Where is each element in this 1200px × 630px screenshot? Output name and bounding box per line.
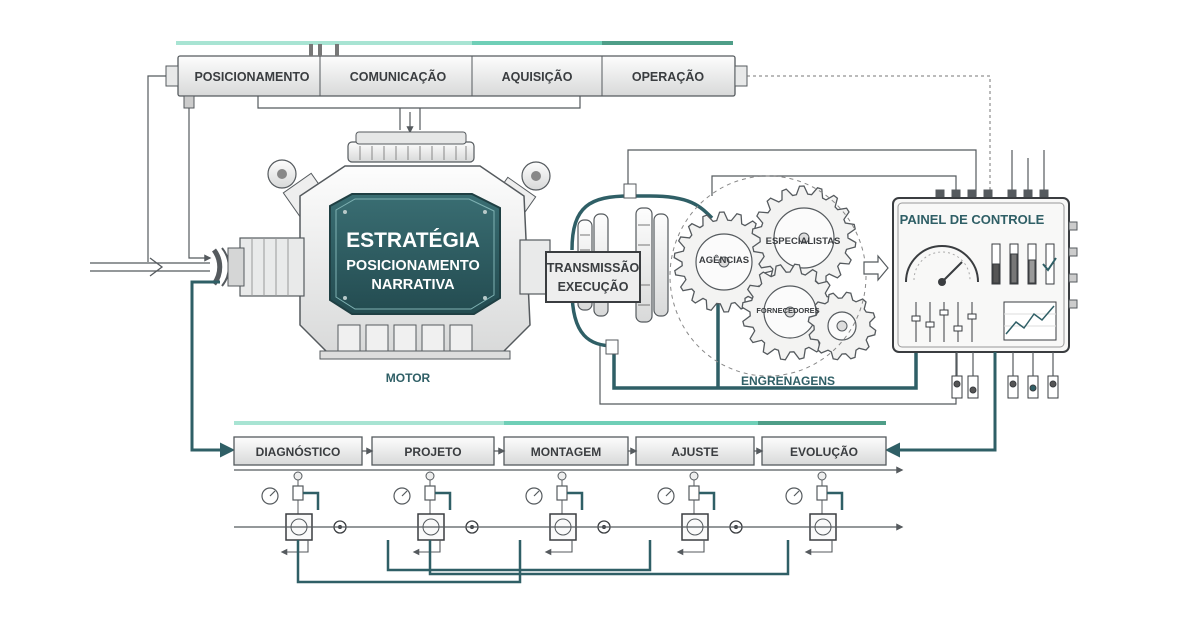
transmission-line-1: TRANSMISSÃO xyxy=(547,260,640,275)
bottom-accent-stripe xyxy=(234,421,886,425)
gear-label-fornecedores: FORNECEDORES xyxy=(756,306,819,315)
process-unit xyxy=(657,471,743,556)
motor-caption: MOTOR xyxy=(386,371,431,385)
transmission-line-2: EXECUÇÃO xyxy=(558,279,629,294)
control-panel: PAINEL DE CONTROLE xyxy=(892,150,1078,399)
gears-cluster xyxy=(673,185,877,361)
pipe-arrow-icon xyxy=(149,257,164,277)
top-stage-bar: POSICIONAMENTO COMUNICAÇÃO AQUISIÇÃO OPE… xyxy=(147,44,991,262)
gear-label-agencias: AGÊNCIAS xyxy=(699,254,749,266)
process-unit xyxy=(785,471,844,556)
valve-icon xyxy=(292,471,304,514)
valve-icon xyxy=(688,471,700,514)
transmission-unit: TRANSMISSÃO EXECUÇÃO xyxy=(545,207,669,323)
bottom-stage-bar: DIAGNÓSTICO PROJETO MONTAGEM AJUSTE EVOL… xyxy=(233,436,904,474)
gauge-icon xyxy=(905,245,979,286)
gear-icon xyxy=(751,185,857,291)
toggle-switch-icon xyxy=(951,375,1059,399)
valve-icon xyxy=(424,471,436,514)
slider-icon xyxy=(911,302,977,342)
process-unit xyxy=(393,471,479,556)
process-unit xyxy=(261,471,347,556)
top-stage-label: OPERAÇÃO xyxy=(632,69,705,84)
valve-icon xyxy=(816,471,828,514)
top-stage-label: AQUISIÇÃO xyxy=(502,69,573,84)
gauge-icon xyxy=(657,487,675,505)
intake-pipe xyxy=(90,247,230,287)
bottom-stage-label: MONTAGEM xyxy=(531,445,601,459)
bar-meter-group xyxy=(991,243,1057,285)
process-chain xyxy=(234,471,904,584)
bottom-stage-label: DIAGNÓSTICO xyxy=(256,444,341,459)
valve-icon xyxy=(556,471,568,514)
process-unit xyxy=(525,471,611,556)
bottom-stage-label: AJUSTE xyxy=(671,445,718,459)
gauge-icon xyxy=(261,487,279,505)
top-accent-stripe xyxy=(176,41,733,45)
motor-line-1: POSICIONAMENTO xyxy=(346,258,479,274)
bottom-stage-label: EVOLUÇÃO xyxy=(790,444,858,459)
flow-arrow-icon xyxy=(863,254,889,282)
gauge-icon xyxy=(525,487,543,505)
feedback-loop-pipes xyxy=(190,280,997,458)
motor-engine: ESTRATÉGIA POSICIONAMENTO NARRATIVA MOTO… xyxy=(227,131,551,385)
top-stage-label: COMUNICAÇÃO xyxy=(350,69,447,84)
gear-label-especialistas: ESPECIALISTAS xyxy=(766,236,841,247)
check-icon xyxy=(1042,257,1057,272)
motor-title: ESTRATÉGIA xyxy=(346,229,480,252)
valve-icon xyxy=(309,44,339,56)
line-chart-icon xyxy=(1003,301,1057,341)
pipe-fitting xyxy=(623,183,637,199)
motor-line-2: NARRATIVA xyxy=(371,277,455,293)
gear-icon xyxy=(807,291,877,361)
gears-caption: ENGRENAGENS xyxy=(741,374,835,388)
gauge-icon xyxy=(393,487,411,505)
gauge-icon xyxy=(785,487,803,505)
top-stage-label: POSICIONAMENTO xyxy=(194,70,309,84)
process-return-loops xyxy=(296,540,790,584)
pipe-fitting xyxy=(605,339,619,355)
gear-orbit xyxy=(669,175,867,377)
bottom-stage-label: PROJETO xyxy=(404,445,461,459)
panel-title: PAINEL DE CONTROLE xyxy=(900,212,1045,227)
